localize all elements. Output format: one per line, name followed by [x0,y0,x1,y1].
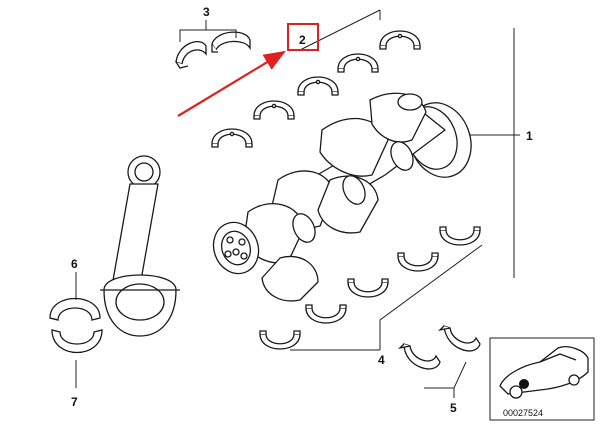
engine-location-marker [519,379,529,389]
highlight-arrow [177,50,286,117]
lower-shell [305,304,347,324]
lower-shell [397,252,439,272]
upper-shell [253,100,295,120]
callout-6: 6 [71,257,78,271]
leader-lines [75,9,520,398]
lower-shell [439,226,481,246]
highlight-box [287,23,319,51]
inset-reference-number: 00027524 [503,408,543,418]
callout-7: 7 [71,395,78,409]
connecting-rod [100,155,180,337]
lower-shell [259,330,301,350]
rod-bearing-shells [49,298,103,353]
crankshaft [212,92,472,302]
upper-thrust-shells [175,31,251,69]
callout-2: 2 [299,33,306,47]
lower-thrust-shells [398,325,481,370]
callout-5: 5 [450,401,457,415]
vehicle-location-inset: 00027524 [489,337,595,421]
callout-3: 3 [203,5,210,19]
upper-shell [379,30,421,50]
callout-4: 4 [378,353,385,367]
lower-shell [347,278,389,298]
callout-1: 1 [526,129,533,143]
upper-shell [337,53,379,73]
upper-shell [297,76,339,96]
upper-shell [211,128,253,148]
